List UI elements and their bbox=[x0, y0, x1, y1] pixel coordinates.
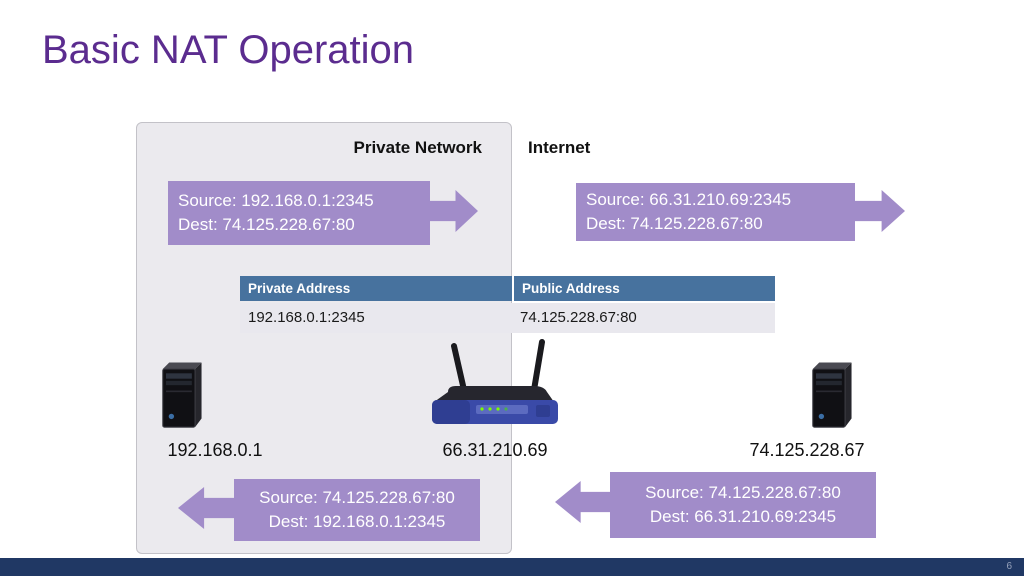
arrow-right-icon bbox=[853, 190, 905, 232]
packet-public-inbound: Source: 74.125.228.67:80 Dest: 66.31.210… bbox=[610, 472, 876, 538]
page-number: 6 bbox=[1006, 561, 1012, 572]
router-ip-label: 66.31.210.69 bbox=[442, 440, 548, 460]
arrow-left-icon bbox=[555, 481, 612, 523]
client-ip-label: 192.168.0.1 bbox=[167, 440, 263, 460]
packet-source-line: Source: 66.31.210.69:2345 bbox=[586, 190, 792, 209]
packet-private-outbound: Source: 192.168.0.1:2345 Dest: 74.125.22… bbox=[168, 181, 430, 245]
server-ip-label: 74.125.228.67 bbox=[749, 440, 865, 460]
packet-dest-line: Dest: 74.125.228.67:80 bbox=[586, 214, 763, 233]
packet-public-outbound: Source: 66.31.210.69:2345 Dest: 74.125.2… bbox=[576, 183, 855, 241]
table-cell-public-address: 74.125.228.67:80 bbox=[520, 309, 637, 326]
table-cell-private-address: 192.168.0.1:2345 bbox=[248, 309, 365, 326]
router-icon bbox=[420, 338, 570, 438]
slide-footer-bar: 6 bbox=[0, 558, 1024, 576]
client-tower-icon bbox=[152, 362, 208, 432]
table-header-private-address: Private Address bbox=[240, 276, 512, 301]
packet-source-line: Source: 74.125.228.67:80 bbox=[259, 488, 455, 507]
packet-private-inbound: Source: 74.125.228.67:80 Dest: 192.168.0… bbox=[234, 479, 480, 541]
nat-translation-table: Private Address Public Address 192.168.0… bbox=[240, 276, 775, 333]
server-tower-icon bbox=[802, 362, 858, 432]
internet-label: Internet bbox=[528, 138, 591, 157]
page-title: Basic NAT Operation bbox=[42, 28, 415, 72]
packet-dest-line: Dest: 74.125.228.67:80 bbox=[178, 215, 355, 234]
table-row: 192.168.0.1:2345 74.125.228.67:80 bbox=[240, 303, 775, 333]
table-header-row: Private Address Public Address bbox=[240, 276, 775, 301]
packet-source-line: Source: 74.125.228.67:80 bbox=[645, 483, 841, 502]
packet-source-line: Source: 192.168.0.1:2345 bbox=[178, 191, 374, 210]
table-header-public-address: Public Address bbox=[514, 276, 775, 301]
private-network-label: Private Network bbox=[353, 138, 483, 157]
packet-dest-line: Dest: 66.31.210.69:2345 bbox=[649, 507, 837, 526]
packet-dest-line: Dest: 192.168.0.1:2345 bbox=[268, 512, 446, 531]
